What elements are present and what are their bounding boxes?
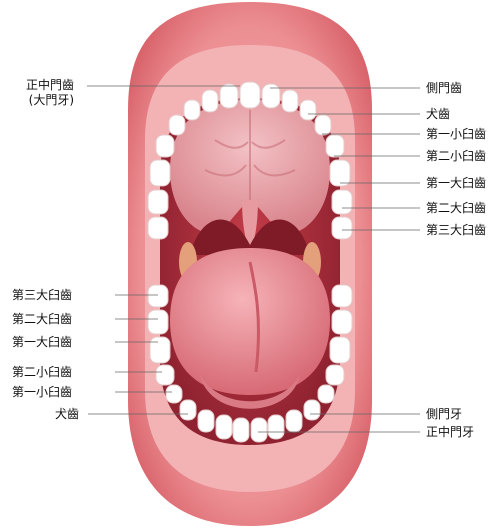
tooth xyxy=(329,336,351,364)
tooth xyxy=(317,384,335,404)
tooth xyxy=(261,83,281,109)
throat xyxy=(190,219,310,255)
label-lower-second-premolar: 第二小臼齒 xyxy=(12,365,73,379)
tooth xyxy=(314,114,332,136)
tooth xyxy=(155,364,175,386)
tooth xyxy=(215,414,233,440)
uvula xyxy=(242,200,258,250)
label-upper-central-incisor: 正中門齒 (大門牙) xyxy=(26,78,74,108)
label-lower-first-premolar: 第一小臼齒 xyxy=(12,385,73,399)
tooth xyxy=(325,364,345,386)
label-upper-first-molar: 第一大臼齒 xyxy=(426,176,487,190)
tooth xyxy=(331,284,353,308)
tooth xyxy=(267,414,285,440)
label-lower-lateral-incisor: 側門牙 xyxy=(426,407,463,421)
label-lower-first-molar: 第一大臼齒 xyxy=(12,335,73,349)
label-lower-central-incisor: 正中門牙 xyxy=(426,425,475,439)
tooth xyxy=(239,81,261,109)
leader-lines xyxy=(87,85,420,433)
tooth xyxy=(147,309,169,335)
tooth xyxy=(232,417,250,443)
label-lower-third-molar: 第三大臼齒 xyxy=(12,288,73,302)
label-lower-canine: 犬齒 xyxy=(55,407,80,421)
tooth xyxy=(179,399,197,421)
label-upper-lateral-incisor: 側門齒 xyxy=(426,81,463,95)
label-upper-second-premolar: 第二小臼齒 xyxy=(426,149,487,163)
tooth xyxy=(147,189,169,215)
upper-teeth xyxy=(147,81,353,240)
tooth xyxy=(147,284,169,308)
tongue-groove xyxy=(248,261,260,373)
tooth xyxy=(149,336,171,364)
tongue xyxy=(170,248,330,395)
label-upper-second-molar: 第二大臼齒 xyxy=(426,201,487,215)
tongue-underside xyxy=(200,375,300,409)
tooth xyxy=(331,216,353,240)
tooth xyxy=(281,89,299,113)
tooth xyxy=(325,134,345,158)
label-upper-canine: 犬齒 xyxy=(426,107,451,121)
tooth xyxy=(149,159,171,187)
tooth xyxy=(147,216,169,240)
tooth xyxy=(303,399,321,421)
tooth xyxy=(165,384,183,404)
tooth xyxy=(168,114,186,136)
tooth xyxy=(183,99,201,121)
label-upper-first-premolar: 第一小臼齒 xyxy=(426,127,487,141)
tooth xyxy=(197,409,215,433)
tooth xyxy=(331,189,353,215)
tooth xyxy=(285,409,303,433)
label-upper-central-incisor-line1: 正中門齒 xyxy=(26,78,75,92)
tooth xyxy=(331,309,353,335)
tooth xyxy=(329,159,351,187)
tooth xyxy=(201,89,219,113)
tooth xyxy=(250,417,268,443)
tooth xyxy=(219,83,239,109)
lower-teeth xyxy=(147,284,353,443)
tooth xyxy=(155,134,175,158)
label-upper-central-incisor-line2: (大門牙) xyxy=(28,93,75,107)
label-lower-second-molar: 第二大臼齒 xyxy=(12,312,73,326)
palate-ridges xyxy=(204,110,296,200)
tooth xyxy=(299,99,317,121)
label-upper-third-molar: 第三大臼齒 xyxy=(426,223,487,237)
